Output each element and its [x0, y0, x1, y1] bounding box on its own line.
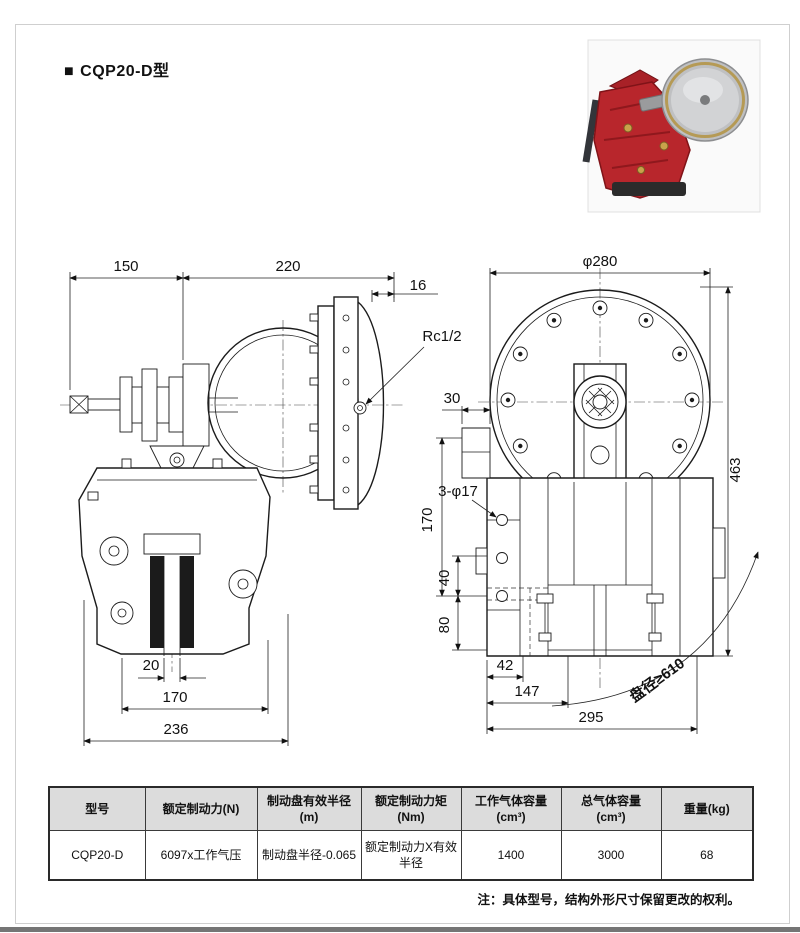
dim-42: 42	[497, 657, 514, 674]
product-photo	[582, 39, 761, 213]
spec-table-header-row: 型号 额定制动力(N) 制动盘有效半径 (m) 额定制动力矩 (Nm) 工作气体…	[48, 786, 754, 831]
dim-30: 30	[444, 390, 461, 407]
disc-diameter-arc	[551, 551, 759, 707]
dim-220: 220	[275, 258, 300, 275]
dim-170-right: 170	[419, 507, 436, 532]
right-view-drawing: 盘径≥610 φ280 463 30 170 3-φ17 40 80	[419, 253, 759, 734]
dim-20: 20	[143, 657, 160, 674]
dim-40: 40	[436, 570, 453, 587]
page-bottom-edge	[0, 927, 800, 932]
col-header-working-volume: 工作气体容量 (cm³)	[460, 786, 562, 831]
caliper-front-body	[486, 477, 714, 657]
cell-total-volume: 3000	[560, 830, 662, 881]
cell-torque: 额定制动力X有效 半径	[360, 830, 462, 881]
footnote: 注：具体型号，结构外形尺寸保留更改的权利。	[477, 893, 740, 907]
model-title-text: CQP20-D型	[80, 63, 170, 80]
cell-rated-force: 6097x工作气压	[144, 830, 258, 881]
cell-working-volume: 1400	[460, 830, 562, 881]
section-marker: ■	[64, 63, 75, 80]
dim-147: 147	[514, 683, 539, 700]
cell-disc-radius: 制动盘半径-0.065	[256, 830, 362, 881]
dim-phi280: φ280	[583, 253, 618, 270]
photo-base-bar	[612, 182, 686, 196]
col-header-model: 型号	[48, 786, 146, 831]
dim-150: 150	[113, 258, 138, 275]
col-header-torque: 额定制动力矩 (Nm)	[360, 786, 462, 831]
dim-236: 236	[163, 721, 188, 738]
dim-170-left: 170	[162, 689, 187, 706]
col-header-weight: 重量(kg)	[660, 786, 754, 831]
col-header-disc-radius: 制动盘有效半径 (m)	[256, 786, 362, 831]
label-disc-diameter: 盘径≥610	[626, 654, 688, 706]
label-rc12: Rc1/2	[422, 328, 461, 345]
spec-table-data-row: CQP20-D 6097x工作气压 制动盘半径-0.065 额定制动力X有效 半…	[48, 830, 754, 881]
cell-model: CQP20-D	[48, 830, 146, 881]
page-title: ■ CQP20-D型	[64, 57, 170, 81]
col-header-total-volume: 总气体容量 (cm³)	[560, 786, 662, 831]
col-header-rated-force: 额定制动力(N)	[144, 786, 258, 831]
rc-port-hole	[353, 401, 367, 415]
left-view-drawing: 150 220 16 Rc1/2 20 170 236	[60, 258, 462, 746]
label-3-phi17: 3-φ17	[438, 483, 478, 500]
cell-weight: 68	[660, 830, 754, 881]
dim-463: 463	[727, 457, 744, 482]
brake-pad-right	[180, 556, 194, 648]
spec-table: 型号 额定制动力(N) 制动盘有效半径 (m) 额定制动力矩 (Nm) 工作气体…	[48, 786, 754, 881]
page-border-frame	[15, 24, 790, 924]
brake-pad-left	[150, 556, 164, 648]
dim-80: 80	[436, 617, 453, 634]
dim-16: 16	[410, 277, 427, 294]
dim-295: 295	[578, 709, 603, 726]
